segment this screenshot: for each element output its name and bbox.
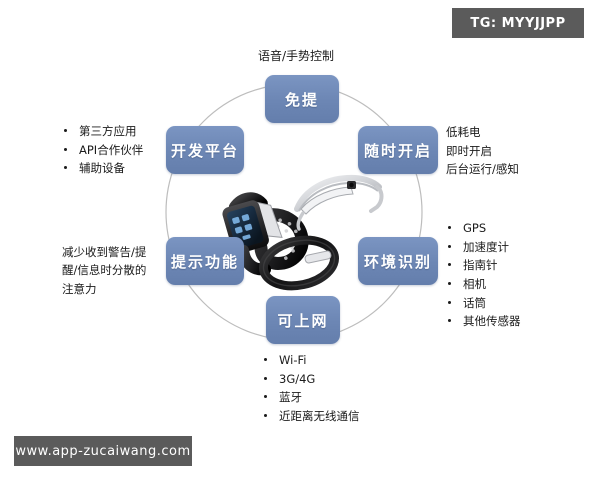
annotation-always-on-list: 低耗电 即时开启 后台运行/感知 bbox=[446, 123, 519, 179]
list-item: 3G/4G bbox=[262, 370, 360, 389]
annotation-platform-list: 第三方应用 API合作伙伴 辅助设备 bbox=[62, 122, 143, 178]
list-item: 话筒 bbox=[446, 294, 521, 313]
node-hands-free[interactable]: 免提 bbox=[265, 75, 339, 123]
node-dev-platform[interactable]: 开发平台 bbox=[166, 126, 244, 174]
list-item: 即时开启 bbox=[446, 143, 492, 158]
node-context-aware[interactable]: 环境识别 bbox=[358, 237, 438, 285]
watermark-website: www.app-zucaiwang.com bbox=[14, 436, 192, 466]
list-item: 指南针 bbox=[446, 256, 521, 275]
node-notification[interactable]: 提示功能 bbox=[166, 237, 244, 285]
annotation-network-list: Wi-Fi 3G/4G 蓝牙 近距离无线通信 bbox=[262, 351, 360, 426]
list-item: 近距离无线通信 bbox=[262, 407, 360, 426]
annotation-notification-text: 减少收到警告/提 醒/信息时分散的 注意力 bbox=[62, 245, 147, 296]
annotation-voice-gesture: 语音/手势控制 bbox=[258, 49, 335, 63]
list-item: Wi-Fi bbox=[262, 351, 360, 370]
list-item: 加速度计 bbox=[446, 238, 521, 257]
node-always-on[interactable]: 随时开启 bbox=[358, 126, 438, 174]
list-item: 后台运行/感知 bbox=[446, 162, 519, 177]
watermark-telegram: TG: MYYJJPP bbox=[452, 8, 584, 38]
node-web-access[interactable]: 可上网 bbox=[266, 296, 340, 344]
list-item: 第三方应用 bbox=[62, 122, 143, 141]
fitness-band-icon bbox=[258, 235, 340, 291]
list-item: 其他传感器 bbox=[446, 312, 521, 331]
list-item: 相机 bbox=[446, 275, 521, 294]
list-item: 辅助设备 bbox=[62, 159, 143, 178]
list-item: 低耗电 bbox=[446, 125, 481, 139]
list-item: 蓝牙 bbox=[262, 388, 360, 407]
smart-glasses-icon bbox=[294, 174, 384, 231]
list-item: GPS bbox=[446, 219, 521, 238]
list-item: API合作伙伴 bbox=[62, 141, 143, 160]
annotation-sensor-list: GPS 加速度计 指南针 相机 话筒 其他传感器 bbox=[446, 219, 521, 331]
